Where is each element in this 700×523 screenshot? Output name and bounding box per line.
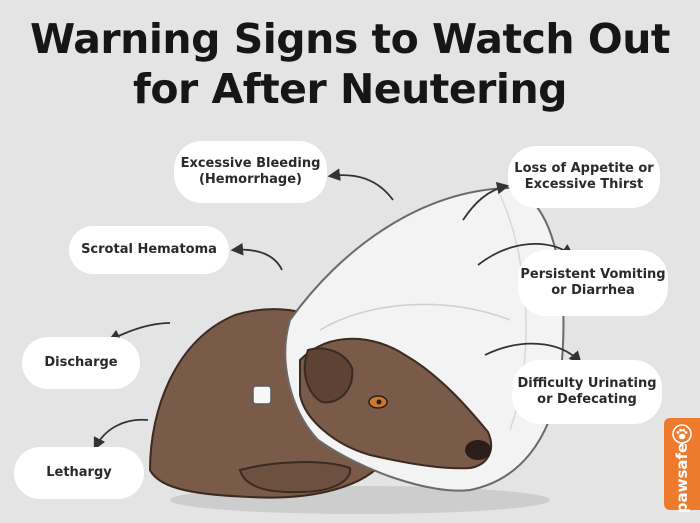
sign-text: Excessive Thirst [524, 177, 644, 192]
dog-pupil [376, 399, 382, 405]
sign-text: or Defecating [537, 392, 637, 407]
collar-tab [252, 385, 272, 405]
sign-text: or Diarrhea [551, 283, 635, 298]
paw-logo-icon [672, 424, 692, 444]
brand-tab [664, 418, 700, 510]
sign-text: Persistent Vomiting [520, 267, 666, 282]
sign-bubble-discharge: Discharge [22, 337, 140, 389]
sign-bubble-bleeding: Excessive Bleeding (Hemorrhage) [174, 141, 327, 203]
brand-name: pawsafe [673, 442, 691, 514]
arrow-lethargy [93, 418, 149, 451]
sign-text: Scrotal Hematoma [81, 242, 217, 257]
dog-nose [465, 440, 491, 460]
title-line-2: for After Neutering [133, 65, 568, 113]
sign-bubble-appetite: Loss of Appetite or Excessive Thirst [508, 146, 660, 208]
arrow-bleeding [327, 168, 394, 201]
cone-inner-fold [319, 303, 511, 331]
page-title: Warning Signs to Watch Out for After Neu… [0, 14, 700, 114]
sign-bubble-urinating: Difficulty Urinating or Defecating [512, 360, 662, 424]
sign-text: (Hemorrhage) [198, 172, 302, 187]
sign-text: Lethargy [46, 465, 112, 480]
sign-text: Difficulty Urinating [517, 376, 657, 391]
arrow-urinating [484, 342, 582, 364]
sign-bubble-hematoma: Scrotal Hematoma [69, 226, 229, 274]
arrow-appetite [462, 181, 510, 221]
arrow-hematoma [230, 242, 283, 271]
sign-text: Excessive Bleeding [180, 156, 321, 171]
sign-bubble-lethargy: Lethargy [14, 447, 144, 499]
sign-text: Loss of Appetite or [514, 161, 654, 176]
sign-text: Discharge [44, 355, 118, 370]
dog-paws [238, 461, 352, 494]
title-line-1: Warning Signs to Watch Out [30, 15, 670, 63]
dog-ear [303, 347, 354, 404]
sign-bubble-vomiting: Persistent Vomiting or Diarrhea [518, 250, 668, 316]
